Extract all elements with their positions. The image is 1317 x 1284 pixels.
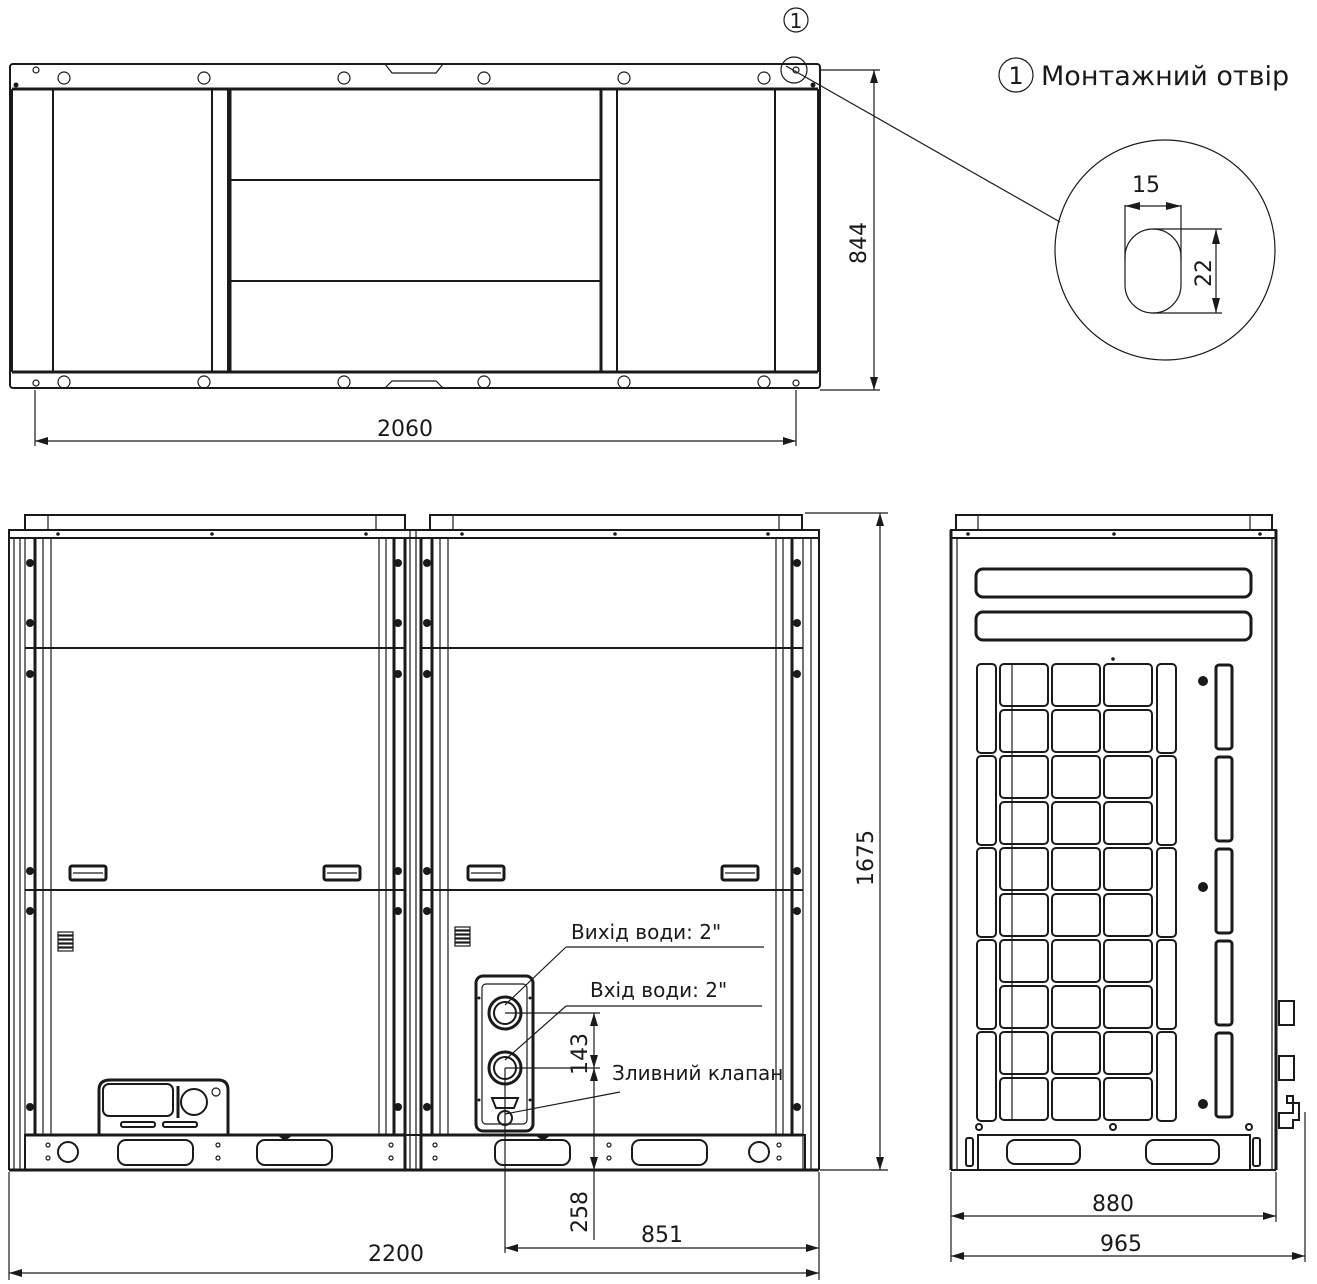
dim-side-total-width: 965 <box>1100 1232 1142 1257</box>
dim-top-depth: 844 <box>847 222 872 264</box>
drain-valve-label: Зливний клапан <box>612 1061 783 1085</box>
dim-pipe-height: 258 <box>568 1191 593 1233</box>
water-inlet-label: Вхід води: 2" <box>590 978 727 1002</box>
dim-front-width: 2200 <box>368 1242 424 1267</box>
mounting-hole-detail: 1 Монтажний отвір 15 22 <box>998 57 1289 361</box>
legend-label: Монтажний отвір <box>1041 61 1289 92</box>
side-view: 880 965 <box>949 514 1306 1262</box>
rivets <box>26 532 801 1111</box>
water-outlet-label: Вихід води: 2" <box>571 920 721 944</box>
top-view: 1 2060 844 <box>9 7 1061 446</box>
vent-grills <box>57 926 471 952</box>
mounting-hole-marker <box>780 56 808 84</box>
dim-top-width: 2060 <box>377 417 433 442</box>
marker-number: 1 <box>790 9 803 33</box>
dim-front-height: 1675 <box>854 830 879 886</box>
drain-valve <box>490 1097 520 1109</box>
dim-hole-width: 15 <box>1132 173 1160 198</box>
legend-number: 1 <box>1008 62 1023 90</box>
slot-hole <box>1124 228 1182 314</box>
dim-pipe-offset: 851 <box>641 1223 683 1248</box>
dim-pipe-spacing: 143 <box>568 1033 593 1075</box>
electrical-box <box>97 1078 230 1135</box>
panel-handles <box>68 864 760 882</box>
coil-grid <box>976 663 1177 1122</box>
legend-circle-icon <box>998 57 1034 93</box>
front-view: Вихід води: 2" Вхід води: 2" Зливний кла… <box>8 512 888 1280</box>
dim-side-body-width: 880 <box>1092 1192 1134 1217</box>
marker-circle-icon <box>783 7 809 33</box>
base-rail-details <box>45 1135 782 1166</box>
dim-hole-height: 22 <box>1192 259 1217 287</box>
